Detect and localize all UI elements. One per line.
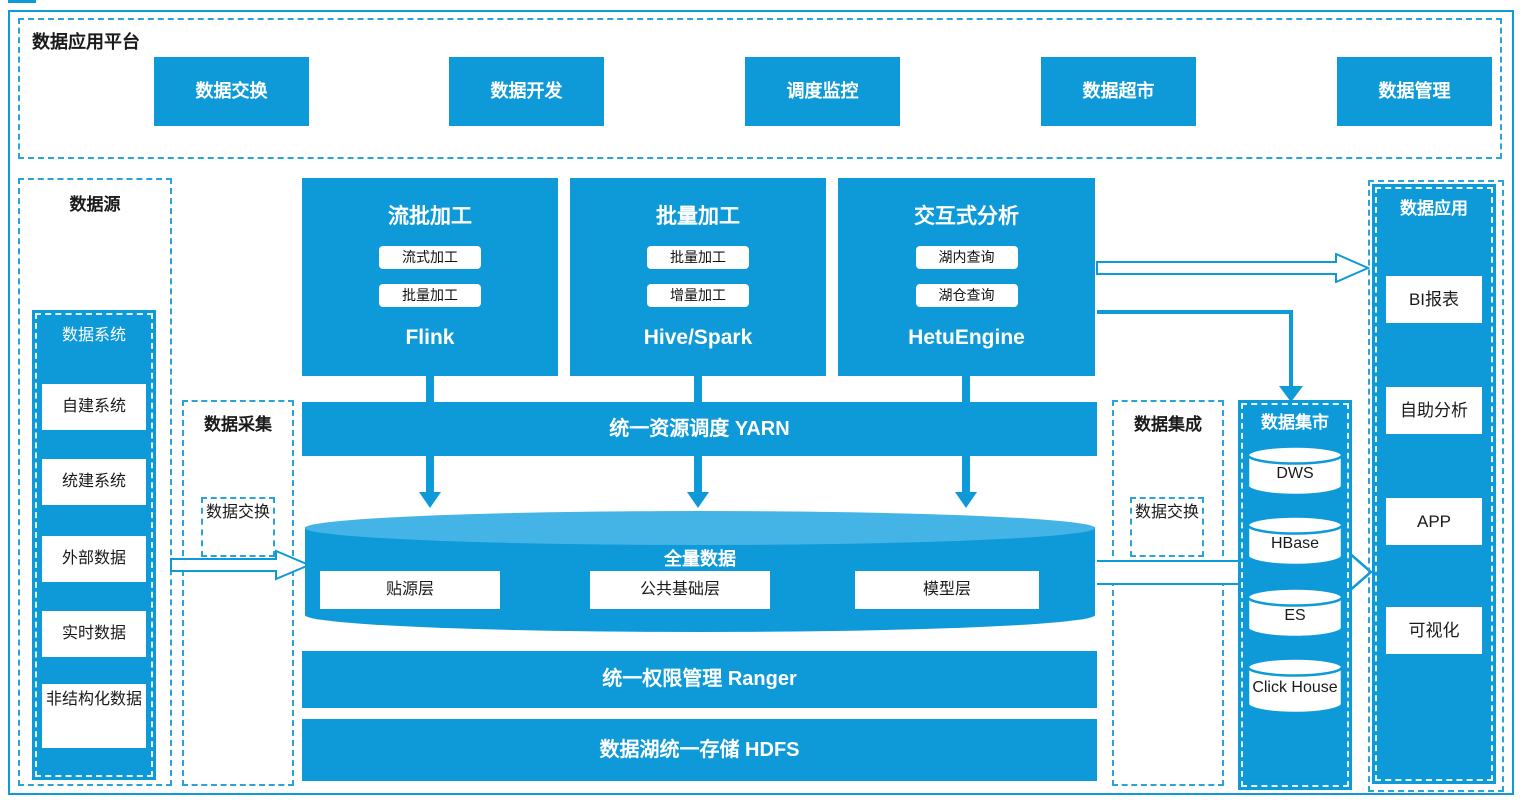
layer-common-base: 公共基础层 bbox=[590, 571, 770, 609]
lake-title: 全量数据 bbox=[664, 549, 736, 569]
block-title: 交互式分析 bbox=[914, 205, 1019, 228]
store-label: ES bbox=[1284, 607, 1306, 625]
data-source-title: 数据源 bbox=[69, 195, 121, 214]
flow-arrow-hetu-to-app bbox=[1096, 253, 1370, 283]
layer-source: 贴源层 bbox=[320, 571, 500, 609]
tag-in-lake-query: 湖内查询 bbox=[915, 246, 1018, 269]
lake-cylinder-top bbox=[305, 511, 1095, 545]
source-node-self-built: 自建系统 bbox=[42, 384, 146, 430]
arrow-head-down-icon bbox=[687, 492, 709, 508]
collection-exchange-box: 数据交换 bbox=[201, 497, 275, 557]
data-application-title: 数据应用 bbox=[1400, 199, 1468, 218]
data-application-panel: 数据应用 BI报表 自助分析 APP 可视化 bbox=[1372, 184, 1496, 784]
platform-title: 数据应用平台 bbox=[32, 32, 140, 52]
tag-batch-processing: 批量加工 bbox=[379, 284, 481, 307]
data-collection-title: 数据采集 bbox=[204, 415, 272, 434]
block-interactive-analysis: 交互式分析 湖内查询 湖仓查询 HetuEngine bbox=[838, 178, 1095, 376]
store-label: Click House bbox=[1252, 679, 1338, 697]
data-mart-column: 数据集市 DWS HBase ES Click House bbox=[1238, 400, 1352, 790]
data-integration-column: 数据集成 数据交换 bbox=[1112, 400, 1224, 786]
arrow-hetu-mart-vertical bbox=[1289, 310, 1293, 388]
flow-arrow-lake-to-app-shaft bbox=[1097, 560, 1238, 585]
arrow-head-down-icon bbox=[419, 492, 441, 508]
store-label: HBase bbox=[1270, 535, 1320, 553]
data-application-column: 数据应用 BI报表 自助分析 APP 可视化 bbox=[1368, 180, 1504, 792]
btn-data-development[interactable]: 数据开发 bbox=[449, 57, 604, 126]
store-dws: DWS bbox=[1245, 444, 1345, 498]
layer-model: 模型层 bbox=[855, 571, 1039, 609]
block-title: 流批加工 bbox=[388, 205, 472, 228]
block-title: 批量加工 bbox=[656, 205, 740, 228]
arrow-yarn-lake-3 bbox=[962, 456, 970, 493]
yarn-bar: 统一资源调度 YARN bbox=[302, 402, 1097, 456]
btn-data-exchange[interactable]: 数据交换 bbox=[154, 57, 309, 126]
engine-hive-spark: Hive/Spark bbox=[643, 326, 753, 349]
app-self-analysis: 自助分析 bbox=[1386, 387, 1482, 434]
arrow-head-down-icon bbox=[955, 492, 977, 508]
tag-stream-processing: 流式加工 bbox=[379, 246, 481, 269]
top-left-fragment bbox=[8, 0, 36, 3]
tag-lakehouse-query: 湖仓查询 bbox=[915, 284, 1018, 307]
store-es: ES bbox=[1245, 586, 1345, 640]
block-stream-batch-processing: 流批加工 流式加工 批量加工 Flink bbox=[302, 178, 558, 376]
platform-band: 数据应用平台 数据交换 数据开发 调度监控 数据超市 数据管理 bbox=[18, 18, 1502, 159]
outer-border bbox=[8, 10, 1514, 795]
app-visualization: 可视化 bbox=[1386, 607, 1482, 654]
source-node-unified-built: 统建系统 bbox=[42, 459, 146, 505]
app-bi-report: BI报表 bbox=[1386, 276, 1482, 323]
engine-hetuengine: HetuEngine bbox=[908, 326, 1025, 349]
btn-schedule-monitor[interactable]: 调度监控 bbox=[745, 57, 900, 126]
engine-flink: Flink bbox=[405, 326, 455, 349]
connector-block1-yarn bbox=[426, 376, 434, 403]
ranger-bar: 统一权限管理 Ranger bbox=[302, 651, 1097, 708]
connector-block3-yarn bbox=[962, 376, 970, 403]
data-system-panel: 数据系统 自建系统 统建系统 外部数据 实时数据 非结构化数据 bbox=[32, 310, 156, 780]
tag-incremental-processing: 增量加工 bbox=[647, 284, 749, 307]
data-mart-title: 数据集市 bbox=[1261, 413, 1329, 432]
data-system-title: 数据系统 bbox=[61, 327, 126, 344]
source-node-realtime-data: 实时数据 bbox=[42, 611, 146, 657]
arrow-head-down-icon bbox=[1279, 386, 1303, 402]
store-hbase: HBase bbox=[1245, 514, 1345, 568]
store-clickhouse: Click House bbox=[1245, 656, 1345, 716]
btn-data-supermarket[interactable]: 数据超市 bbox=[1041, 57, 1196, 126]
data-integration-title: 数据集成 bbox=[1134, 415, 1202, 434]
store-label: DWS bbox=[1276, 465, 1314, 483]
block-batch-processing: 批量加工 批量加工 增量加工 Hive/Spark bbox=[570, 178, 826, 376]
data-collection-column: 数据采集 数据交换 bbox=[182, 400, 294, 786]
hdfs-bar: 数据湖统一存储 HDFS bbox=[302, 719, 1097, 781]
arrow-hetu-mart-horizontal bbox=[1097, 310, 1293, 314]
source-node-external-data: 外部数据 bbox=[42, 536, 146, 582]
arrow-yarn-lake-2 bbox=[694, 456, 702, 493]
connector-block2-yarn bbox=[694, 376, 702, 403]
flow-arrow-collection-to-lake bbox=[170, 549, 312, 581]
app-app: APP bbox=[1386, 498, 1482, 545]
source-node-unstructured-data: 非结构化数据 bbox=[42, 684, 146, 748]
btn-data-management[interactable]: 数据管理 bbox=[1337, 57, 1492, 126]
tag-batch-processing: 批量加工 bbox=[647, 246, 749, 269]
arrow-yarn-lake-1 bbox=[426, 456, 434, 493]
integration-exchange-box: 数据交换 bbox=[1130, 497, 1204, 557]
